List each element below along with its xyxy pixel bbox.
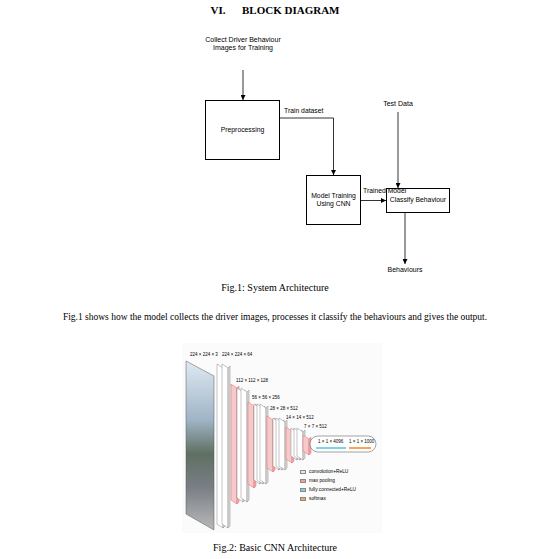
dimension-label: 56 × 56 × 256: [252, 395, 280, 400]
conv-slab: [279, 418, 285, 470]
legend-text: convolution+ReLU: [309, 469, 348, 474]
figure-caption: Fig.2: Basic CNN Architecture: [0, 542, 550, 554]
edge-label: Trained Model: [363, 187, 406, 195]
figure-caption: Fig.1: System Architecture: [0, 282, 550, 294]
input-note: Test Data: [378, 100, 418, 108]
dimension-label: 224 × 224 × 3: [190, 352, 218, 357]
dimension-label: 112 × 112 × 128: [236, 378, 268, 383]
dimension-label: 224 × 224 × 64: [222, 352, 252, 357]
dimension-label: 1 × 1 × 4096: [318, 439, 343, 444]
box-label: Preprocessing: [220, 125, 265, 135]
legend-swatch: [300, 470, 306, 474]
legend-swatch: [300, 488, 306, 492]
legend-swatch: [300, 497, 306, 501]
dimension-label: 14 × 14 × 512: [286, 415, 314, 420]
input-image: [186, 361, 214, 530]
input-note: Collect Driver Behaviour Images for Trai…: [203, 36, 283, 52]
section-heading: VI. BLOCK DIAGRAM: [0, 4, 550, 17]
fc-strip: [316, 447, 346, 449]
test-data-arrow: [398, 112, 399, 188]
conv-slab: [297, 428, 303, 460]
process-box: Model Training Using CNN: [306, 175, 361, 225]
legend-row: max pooling: [300, 478, 335, 483]
input-arrow: [243, 70, 244, 100]
output-arrow: [405, 213, 406, 264]
dimension-label: 1 × 1 × 1000: [349, 439, 374, 444]
conv-slab-side: [228, 366, 230, 528]
dimension-label: 28 × 28 × 512: [270, 406, 298, 411]
edge-label: Train dataset: [284, 107, 323, 115]
pool-slab: [231, 384, 237, 504]
pool-slab: [248, 402, 254, 488]
legend-text: fully connected+ReLU: [309, 487, 356, 492]
box-label: Classify Behaviour: [389, 195, 447, 205]
pool-slab: [303, 435, 309, 455]
body-text: Fig.1 shows how the model collects the d…: [0, 312, 550, 323]
pool-slab: [267, 416, 273, 472]
process-box: Preprocessing: [205, 100, 280, 160]
legend-swatch: [300, 479, 306, 483]
conv-slab: [260, 404, 266, 484]
legend-row: fully connected+ReLU: [300, 487, 356, 492]
box-label: Model Training Using CNN: [307, 191, 360, 209]
softmax-strip: [349, 447, 371, 449]
output-note: Behaviours: [381, 266, 429, 274]
legend-text: max pooling: [309, 478, 335, 483]
conv-slab: [241, 388, 247, 502]
connector-arrow: [361, 200, 386, 201]
dense-layer-capsule: [310, 436, 376, 452]
connector-arrow: [280, 118, 334, 175]
dimension-label: 7 × 7 × 512: [304, 424, 327, 429]
legend-text: softmax: [309, 496, 326, 501]
figure-background: [182, 343, 382, 533]
conv-layers: [217, 364, 311, 528]
legend-row: softmax: [300, 496, 326, 501]
legend-row: convolution+ReLU: [300, 469, 348, 474]
conv-slab: [222, 364, 228, 528]
